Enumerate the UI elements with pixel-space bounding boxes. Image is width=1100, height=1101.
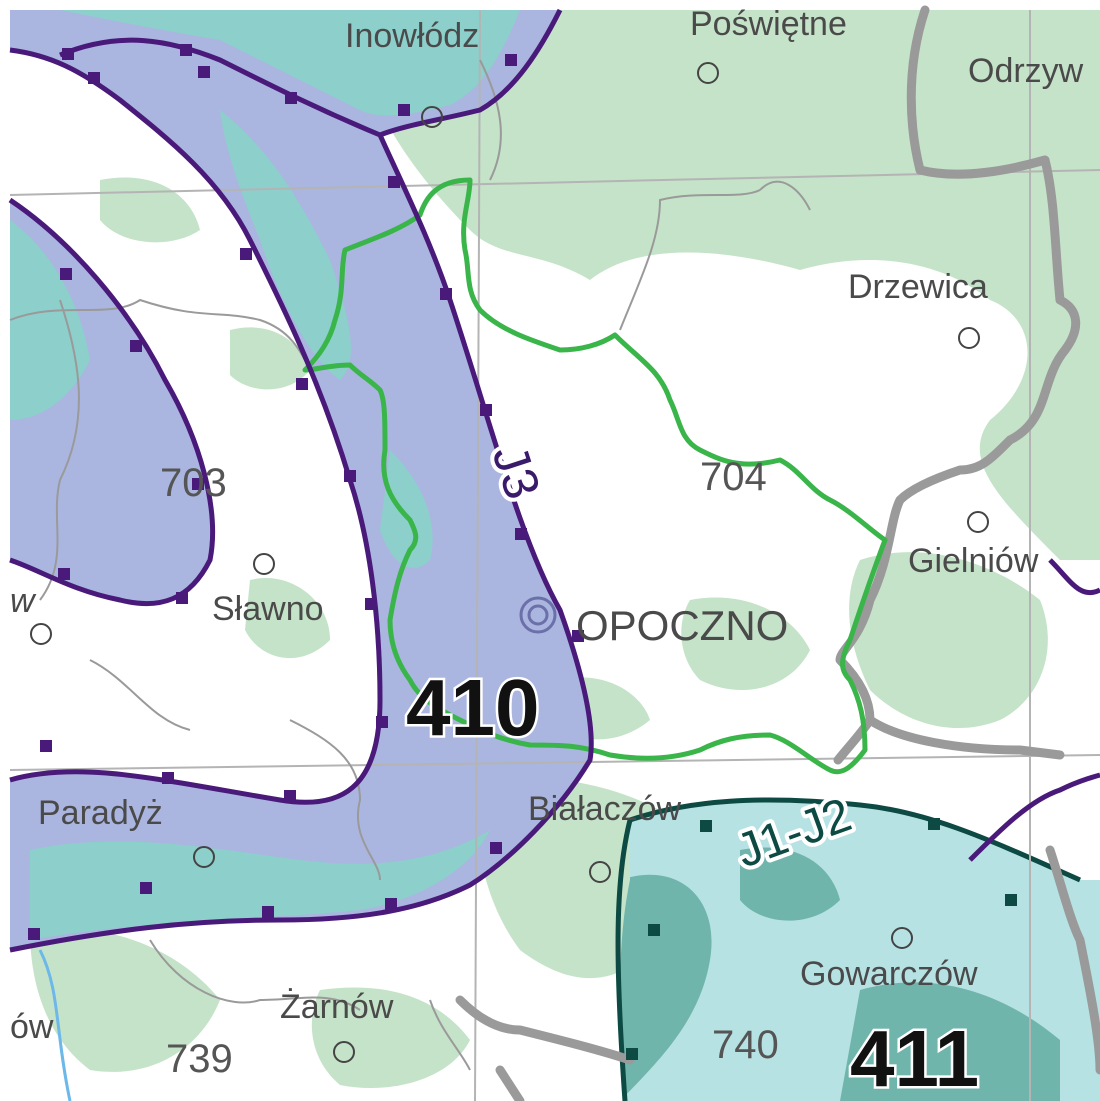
place-label-drzewica: Drzewica	[848, 268, 988, 306]
forest-layer	[30, 10, 1100, 1088]
town-circle-icon	[253, 553, 275, 575]
zone-410-ticks	[28, 44, 584, 940]
zone-label-410: 410	[406, 663, 539, 752]
place-label-gielniow: Gielniów	[908, 542, 1039, 580]
town-circle-icon	[421, 106, 443, 128]
place-label-left-w: w	[10, 582, 37, 620]
town-circle-icon	[891, 927, 913, 949]
place-label-odrzywol: Odrzyw	[968, 52, 1084, 90]
place-label-inowlodz: Inowłódz	[345, 17, 479, 55]
place-label-gowarczow: Gowarczów	[800, 955, 978, 993]
double-circle-icon	[519, 596, 557, 634]
place-label-bialaczow: Białaczów	[528, 790, 682, 828]
zone-label-411: 411	[850, 1014, 979, 1101]
sheet-number-740: 740	[712, 1023, 779, 1067]
admin-boundaries-thick	[455, 5, 1100, 1101]
town-circle-icon	[589, 861, 611, 883]
town-circle-icon	[697, 62, 719, 84]
sheet-number-703: 703	[160, 461, 227, 505]
study-area-outline	[302, 177, 888, 775]
town-circle-icon	[333, 1041, 355, 1063]
town-circle-icon	[958, 327, 980, 349]
place-label-zarnow: Żarnów	[280, 988, 394, 1026]
place-label-opoczno: OPOCZNO	[576, 602, 788, 649]
town-circle-icon	[30, 623, 52, 645]
town-circle-icon	[967, 511, 989, 533]
town-circle-icon	[193, 846, 215, 868]
zone-411-ticks	[626, 818, 1017, 1060]
sheet-number-704: 704	[700, 455, 767, 499]
admin-boundaries-thin	[9, 59, 811, 1071]
place-label-poswietne: Poświętne	[690, 5, 847, 43]
place-label-left-ow: ów	[10, 1008, 54, 1046]
town-markers	[30, 62, 989, 1063]
river	[38, 949, 72, 1101]
place-label-slawno: Sławno	[212, 590, 324, 628]
sheet-number-739: 739	[166, 1037, 233, 1081]
place-label-paradyz: Paradyż	[38, 794, 163, 832]
zone-411	[615, 797, 1100, 1101]
